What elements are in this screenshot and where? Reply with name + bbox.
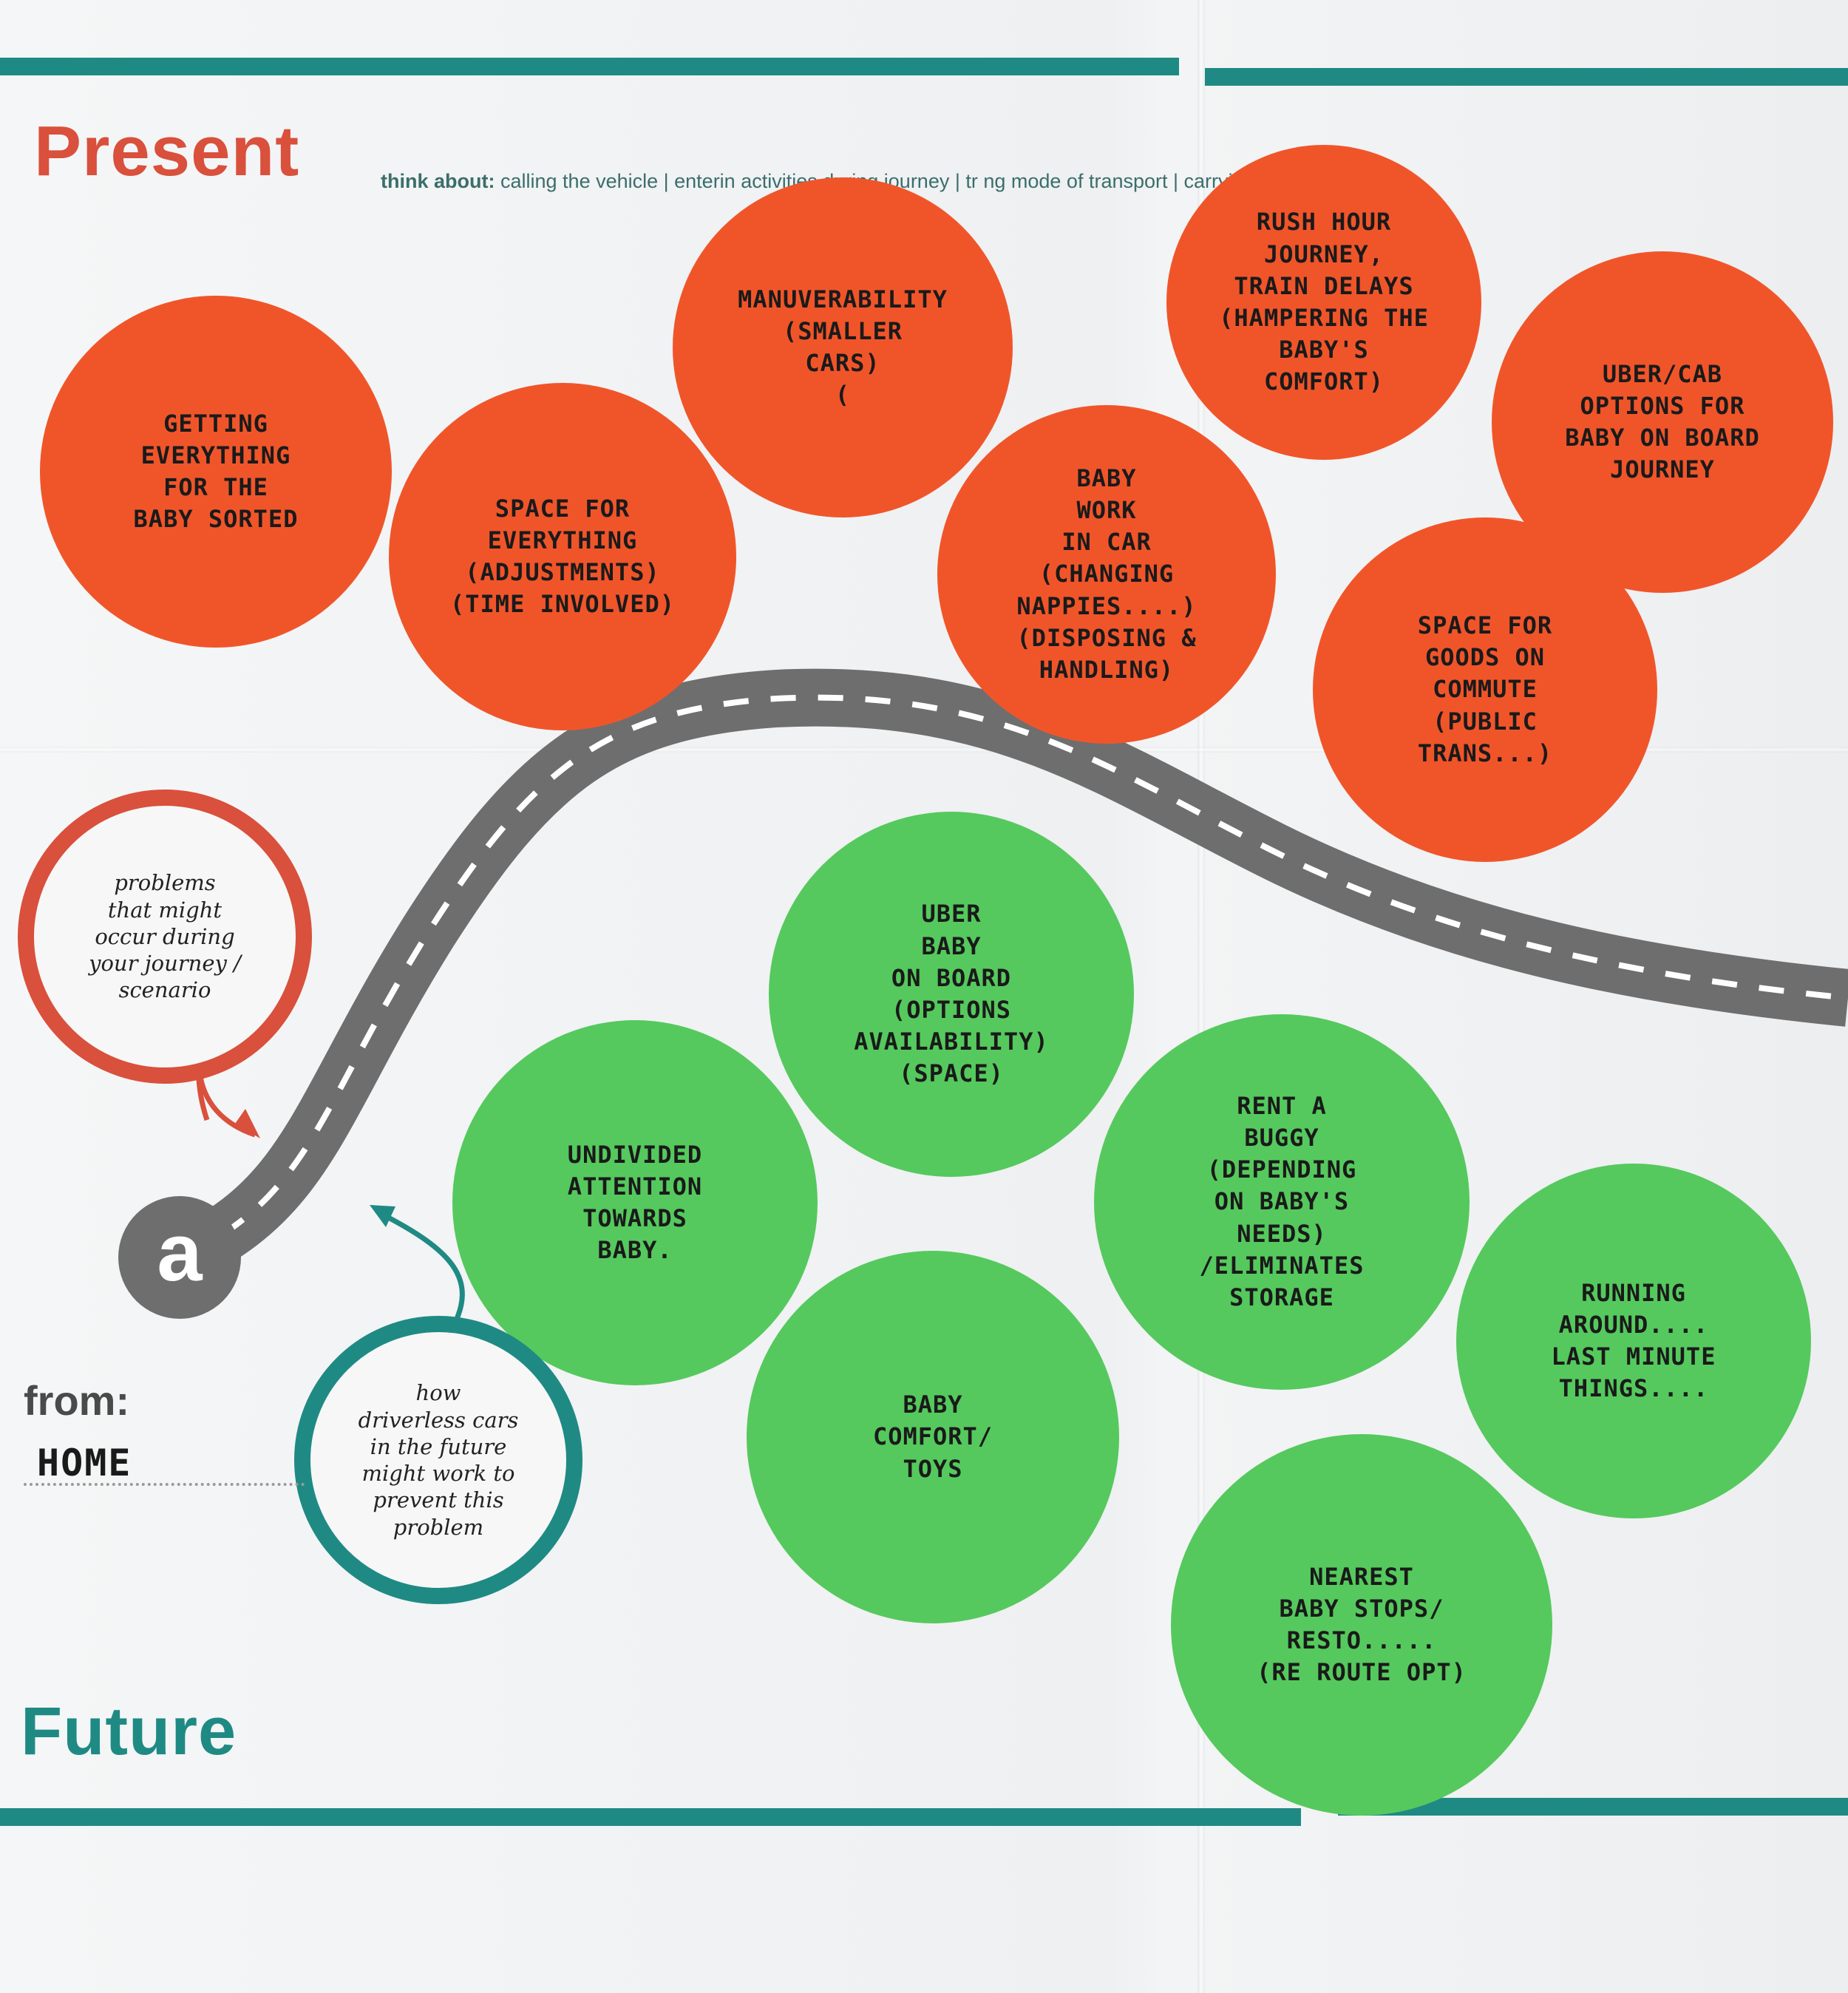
future-note-text: Rent a buggy (depending on baby's needs)… [1199, 1091, 1365, 1311]
future-note-text: Baby comfort/ toys [872, 1391, 993, 1483]
present-title: Present [34, 112, 300, 191]
from-label: from: [24, 1377, 130, 1424]
present-note-text: Baby work in car (changing nappies....) … [1016, 464, 1197, 684]
arrow-future-head [370, 1205, 395, 1227]
bottom-border-line-left [0, 1808, 1301, 1826]
present-note[interactable]: Rush hour journey, train delays (hamperi… [1166, 145, 1481, 460]
future-title: Future [21, 1694, 237, 1769]
arrow-problems-head [235, 1109, 260, 1138]
paper-fold-vertical [1198, 0, 1205, 1993]
present-note[interactable]: Baby work in car (changing nappies....) … [937, 405, 1276, 744]
top-border-line-left [0, 58, 1179, 75]
present-note[interactable]: Space for goods on commute (public trans… [1313, 517, 1657, 862]
future-note[interactable]: Rent a buggy (depending on baby's needs)… [1094, 1014, 1470, 1390]
future-note-text: Uber baby on board (options availability… [854, 900, 1049, 1088]
future-note-text: Undivided attention towards baby. [567, 1140, 703, 1265]
start-marker-letter: a [157, 1207, 203, 1298]
from-dotted-line [24, 1483, 305, 1486]
future-note-text: Running around.... last minute things...… [1551, 1278, 1716, 1403]
present-note[interactable]: Uber/cab options for baby on board journ… [1492, 251, 1833, 593]
present-note-text: Rush hour journey, train delays (hamperi… [1219, 208, 1429, 396]
present-note[interactable]: Getting everything for the baby sorted [40, 296, 392, 648]
present-note-text: Uber/cab options for baby on board journ… [1565, 359, 1760, 484]
future-note-text: Nearest baby stops/ resto..... (re route… [1257, 1562, 1467, 1687]
legend-problems-text: problems that might occur during your jo… [89, 870, 241, 1003]
from-value: HOME [37, 1442, 132, 1484]
think-about-prompt: think about: calling the vehicle | enter… [381, 170, 1315, 193]
future-note[interactable]: Running around.... last minute things...… [1456, 1164, 1811, 1518]
present-note-text: Getting everything for the baby sorted [133, 409, 299, 534]
present-note-text: Space for goods on commute (public trans… [1417, 611, 1553, 767]
future-note[interactable]: Uber baby on board (options availability… [769, 812, 1134, 1177]
future-note[interactable]: Undivided attention towards baby. [452, 1020, 818, 1385]
legend-future-text: how driverless cars in the future might … [358, 1380, 519, 1540]
arrow-future-curve [377, 1209, 465, 1332]
road-dashes [180, 694, 1848, 1260]
think-about-label: think about: [381, 170, 495, 192]
legend-future-ring: how driverless cars in the future might … [294, 1316, 582, 1604]
think-about-items: calling the vehicle | enterin activities… [500, 170, 1315, 192]
present-note[interactable]: Manuverability (smaller cars) ( [673, 177, 1013, 517]
present-note-text: Manuverability (smaller cars) ( [738, 285, 948, 410]
arrow-problems-curve [197, 1071, 257, 1138]
paper-fold-horizontal [0, 747, 1848, 753]
top-border-line-right [1205, 68, 1848, 86]
present-note[interactable]: Space for everything (adjustments) (time… [389, 383, 736, 730]
present-note-text: Space for everything (adjustments) (time… [450, 494, 675, 619]
future-note[interactable]: Baby comfort/ toys [747, 1251, 1119, 1623]
start-marker: a [118, 1196, 241, 1319]
legend-problems-ring: problems that might occur during your jo… [18, 790, 312, 1084]
future-note[interactable]: Nearest baby stops/ resto..... (re route… [1171, 1434, 1552, 1816]
